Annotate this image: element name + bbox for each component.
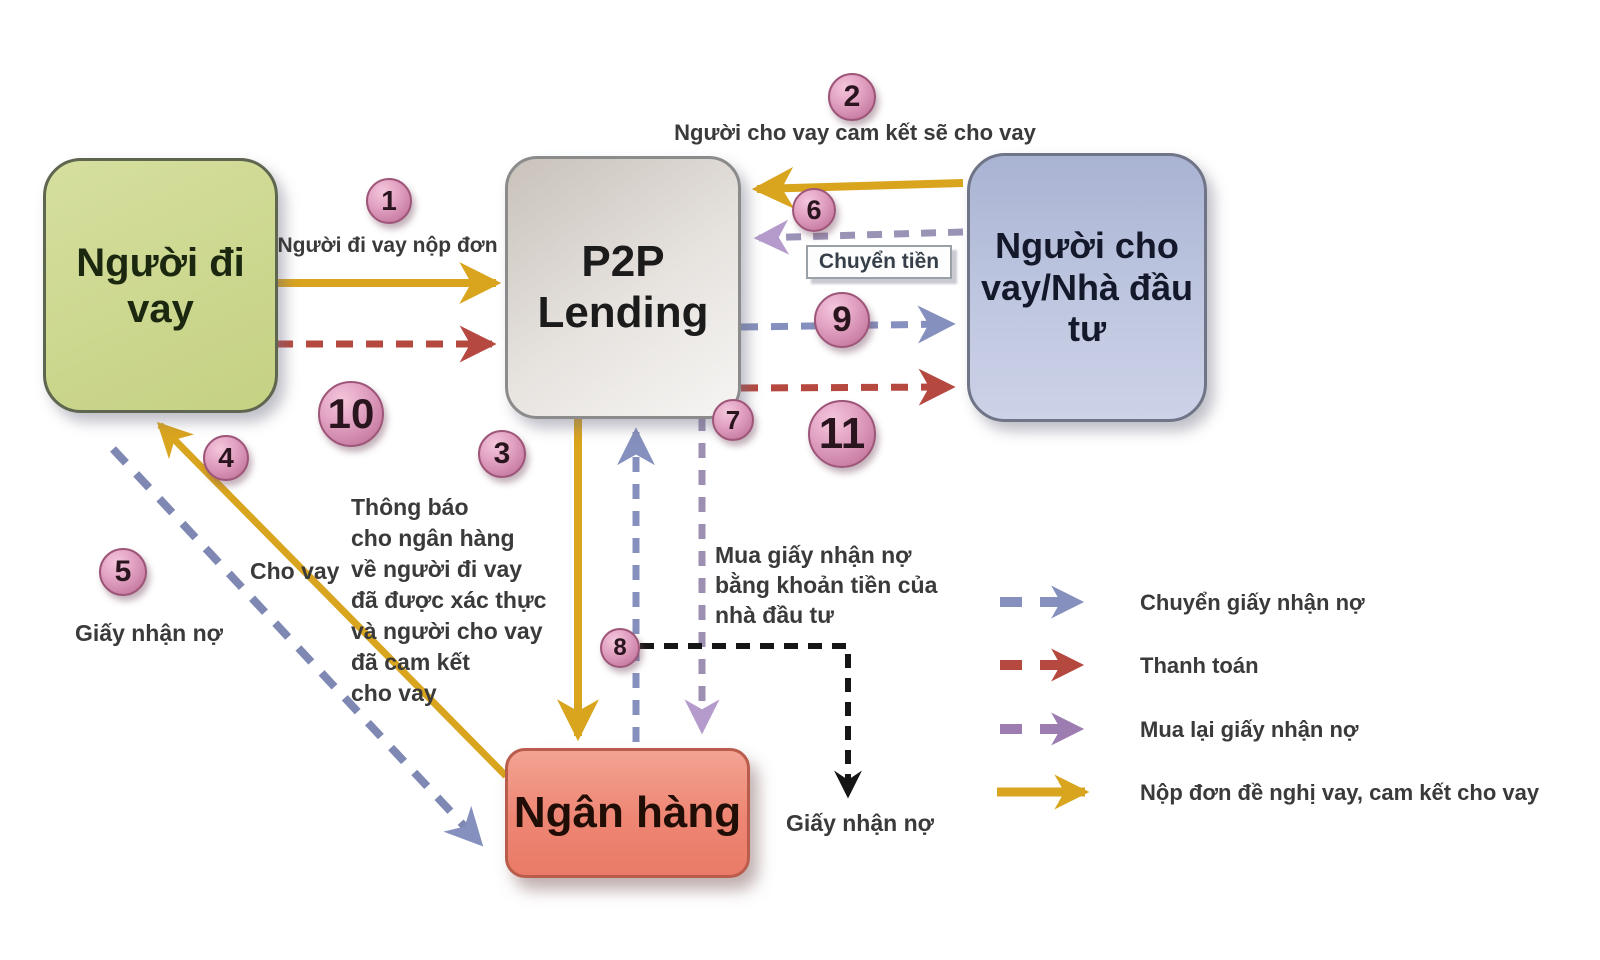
step-badge-11: 11: [808, 400, 876, 468]
node-borrower-label: Người đi: [76, 240, 245, 285]
legend-item-transfer-note: Chuyển giấy nhận nợ: [1140, 590, 1365, 615]
legend-item-apply: Nộp đơn đề nghị vay, cam kết cho vay: [1140, 780, 1540, 805]
node-p2p-label: P2P: [581, 236, 665, 286]
legend-item-payment: Thanh toán: [1140, 653, 1259, 678]
label-note-left: Giấy nhận nợ: [75, 620, 223, 646]
step-badge-5: 5: [99, 548, 147, 596]
node-borrower: Người đi vay: [43, 158, 278, 413]
arrow-pay-lender: [740, 368, 956, 406]
step-badge-6: 6: [792, 188, 836, 232]
step-badge-3: 3: [478, 430, 526, 478]
node-bank: Ngân hàng: [505, 748, 750, 878]
label-notify-bank: Thông báo cho ngân hàng về người đi vay …: [351, 494, 547, 706]
label-note-bottom: Giấy nhận nợ: [786, 810, 934, 836]
step-badge-1: 1: [366, 178, 412, 224]
arrow-note-to-bank: [110, 446, 484, 847]
step-badge-8: 8: [600, 628, 640, 668]
label-lend: Cho vay: [250, 558, 340, 584]
node-lender-label: Người cho: [995, 225, 1179, 267]
label-transfer-money: Chuyển tiền: [806, 245, 952, 279]
arrow-lend: [156, 421, 509, 779]
label-apply: Người đi vay nộp đơn: [277, 234, 498, 257]
node-lender-investor: Người cho vay/Nhà đầu tư: [967, 153, 1207, 422]
step-badge-9: 9: [814, 292, 870, 348]
node-p2p-lending: P2P Lending: [505, 156, 741, 419]
step-badge-7: 7: [712, 399, 754, 441]
step-badge-2: 2: [828, 73, 876, 121]
step-badge-4: 4: [203, 435, 249, 481]
arrow-transfer-money: [753, 219, 964, 255]
legend-item-buyback: Mua lại giấy nhận nợ: [1140, 717, 1359, 742]
label-buy-note: Mua giấy nhận nợ bằng khoản tiền của nhà…: [715, 542, 938, 628]
step-badge-10: 10: [318, 381, 384, 447]
arrow-commit: [751, 166, 964, 209]
label-commit: Người cho vay cam kết sẽ cho vay: [674, 120, 1036, 145]
node-bank-label: Ngân hàng: [513, 787, 742, 837]
